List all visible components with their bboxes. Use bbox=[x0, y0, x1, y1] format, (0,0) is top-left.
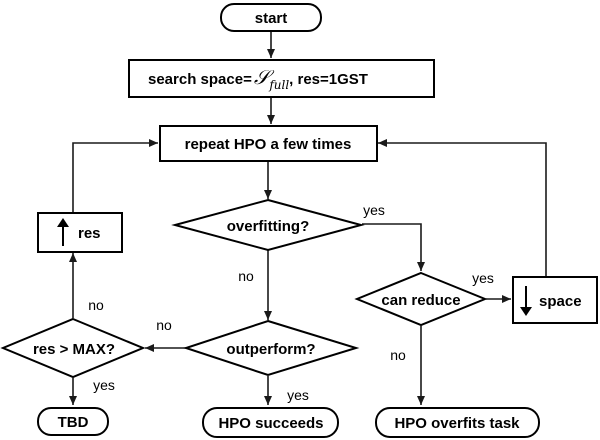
node-hpo-succeeds: HPO succeeds bbox=[202, 407, 339, 438]
res-up-label: res bbox=[78, 225, 101, 242]
node-overfitting: overfitting? bbox=[171, 198, 365, 252]
hpo-succeeds-label: HPO succeeds bbox=[218, 415, 323, 432]
node-tbd: TBD bbox=[37, 407, 109, 436]
space-down-label: space bbox=[539, 293, 582, 310]
up-arrow-icon-head bbox=[57, 218, 69, 227]
node-res-max: res > MAX? bbox=[0, 317, 146, 379]
node-outperform: outperform? bbox=[182, 319, 360, 377]
node-repeat-hpo: repeat HPO a few times bbox=[159, 125, 378, 162]
search-space-subscript: full bbox=[268, 78, 289, 92]
outperform-no-label: no bbox=[156, 317, 172, 333]
down-arrow-icon-head bbox=[520, 307, 532, 316]
edge-res-repeat bbox=[72, 139, 158, 212]
overfitting-no-label: no bbox=[238, 268, 254, 284]
edges bbox=[69, 31, 547, 405]
can-reduce-label: can reduce bbox=[381, 292, 460, 309]
edge-overfitting-yes bbox=[362, 223, 425, 271]
tbd-label: TBD bbox=[58, 414, 89, 431]
node-can-reduce: can reduce bbox=[354, 271, 488, 327]
res-max-label: res > MAX? bbox=[33, 341, 115, 358]
resmax-yes-label: yes bbox=[93, 377, 115, 393]
outperform-yes-label: yes bbox=[287, 387, 309, 403]
resmax-no-label: no bbox=[88, 297, 104, 313]
edge-labels: yes no yes no no yes no yes bbox=[88, 202, 494, 403]
node-start: start bbox=[220, 3, 322, 32]
node-search-space: search space=𝒮full, res=1GST bbox=[128, 59, 435, 98]
reduce-yes-label: yes bbox=[472, 270, 494, 286]
node-hpo-overfits: HPO overfits task bbox=[375, 407, 540, 438]
node-space-down: space bbox=[512, 276, 598, 324]
start-label: start bbox=[255, 10, 288, 27]
reduce-no-label: no bbox=[390, 347, 406, 363]
edge-space-repeat bbox=[378, 139, 547, 276]
overfitting-yes-label: yes bbox=[363, 202, 385, 218]
search-space-prefix: search space= bbox=[148, 71, 252, 88]
repeat-hpo-label: repeat HPO a few times bbox=[185, 136, 352, 153]
search-space-suffix: , res=1GST bbox=[289, 71, 368, 88]
node-res-up: res bbox=[37, 212, 123, 253]
outperform-label: outperform? bbox=[226, 341, 315, 358]
overfitting-label: overfitting? bbox=[227, 218, 310, 235]
hpo-overfits-label: HPO overfits task bbox=[394, 415, 520, 432]
